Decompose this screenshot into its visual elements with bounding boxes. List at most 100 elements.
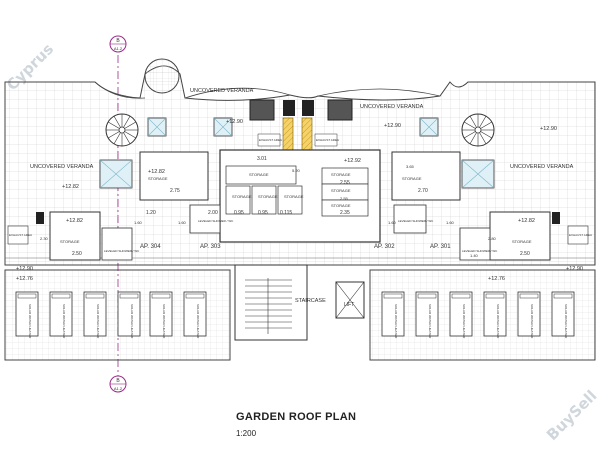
spiral-tread	[480, 131, 493, 139]
storage-cell	[225, 185, 251, 215]
chimney-block	[283, 100, 295, 116]
dimension: 2.50	[520, 251, 530, 257]
spiral-tread	[123, 132, 131, 145]
solar-heater-unit	[183, 291, 207, 337]
spiral-tread	[469, 132, 477, 145]
room-storage-right	[391, 151, 461, 201]
dimension: 0.95	[258, 210, 268, 216]
level-mark: +12.90	[540, 126, 557, 132]
dimension: 1.60	[134, 220, 143, 225]
level-mark: +12.90	[384, 123, 401, 129]
solar-heater-label: SOLAR WATER HEATER	[196, 304, 200, 339]
solar-heater-tank	[451, 293, 471, 299]
spiral-tread	[107, 121, 120, 129]
spiral-stair-right-treads	[462, 114, 494, 146]
exhaust-box-right	[567, 225, 589, 245]
spiral-tread	[479, 115, 487, 128]
solar-heater-tank	[417, 293, 437, 299]
dimension: 0.115	[280, 210, 292, 216]
drawing-title: GARDEN ROOF PLAN	[236, 411, 357, 423]
level-mark: +12.82	[66, 218, 83, 224]
dimension: 0.95	[234, 210, 244, 216]
skylight	[213, 117, 233, 137]
spiral-tread	[113, 132, 121, 145]
solar-heater-label: SOLAR WATER HEATER	[162, 304, 166, 339]
dimension: 1.60	[446, 220, 455, 225]
room-shower-right	[459, 227, 491, 261]
dimension: 2.80	[488, 236, 497, 241]
dimension: 2.30	[40, 236, 49, 241]
chimney-block	[249, 99, 275, 121]
solar-heater-unit	[483, 291, 507, 337]
skylight	[147, 117, 167, 137]
apartment-label: AP. 303	[200, 244, 221, 250]
room-label: STORAGE	[232, 194, 252, 199]
dimension: 2.55	[340, 180, 350, 186]
exhaust-label: EXHAUST AREA	[569, 233, 592, 237]
svg-text:B: B	[116, 38, 120, 44]
shower-label: LEVELED SHOWER / WC	[198, 219, 234, 223]
dimension: 3.01	[257, 156, 267, 162]
grid-marker-top: B A1.2	[109, 35, 127, 53]
dimension: 1.60	[388, 220, 397, 225]
solar-heater-unit	[517, 291, 541, 337]
dimension: 2.55	[340, 196, 349, 201]
column	[552, 212, 560, 224]
terrace-curve-top	[184, 87, 291, 99]
storage-cell	[277, 185, 303, 215]
room-label: STORAGE	[284, 194, 304, 199]
solar-heater-unit	[83, 291, 107, 337]
level-mark: +12.90	[16, 266, 33, 272]
room-storage-far-right	[489, 211, 551, 261]
terrace-curve-left	[94, 81, 146, 99]
dimension: 2.00	[208, 210, 218, 216]
solar-heater-tank	[17, 293, 37, 299]
room-label: STORAGE	[331, 203, 351, 208]
shower-label: LEVELED SHOWER / WC	[462, 249, 498, 253]
solar-heater-tank	[553, 293, 573, 299]
exhaust-label: EXHAUST AREA	[259, 138, 282, 142]
solar-heater-tank	[383, 293, 403, 299]
solar-heater-label: SOLAR WATER HEATER	[462, 304, 466, 339]
dimension: 1.60	[178, 220, 187, 225]
level-mark: +12.76	[16, 276, 33, 282]
level-mark: +12.90	[226, 119, 243, 125]
dimension: 1.20	[146, 210, 156, 216]
solar-heaters-left: SOLAR WATER HEATER SOLAR WATER HEATER SOLA…	[15, 291, 207, 339]
lift-label: LIFT	[344, 302, 354, 308]
spiral-tread	[123, 115, 131, 128]
staircase-label: STAIRCASE	[295, 298, 326, 304]
apartment-label: AP. 302	[374, 244, 395, 250]
solar-heater-label: SOLAR WATER HEATER	[394, 304, 398, 339]
solar-heater-tank	[519, 293, 539, 299]
solar-heater-unit	[49, 291, 73, 337]
room-storage-far-left	[49, 211, 101, 261]
solar-heater-tank	[85, 293, 105, 299]
apartment-label: AP. 301	[430, 244, 451, 250]
room-label: STORAGE	[249, 172, 269, 177]
solar-heater-unit	[149, 291, 173, 337]
room-label: STORAGE	[331, 188, 351, 193]
staircase	[234, 264, 308, 341]
level-mark: +12.82	[62, 184, 79, 190]
spiral-tread	[124, 131, 137, 139]
spiral-tread	[480, 121, 493, 129]
solar-heater-label: SOLAR WATER HEATER	[496, 304, 500, 339]
spiral-tread	[469, 115, 477, 128]
solar-heater-tank	[119, 293, 139, 299]
apartment-label: AP. 304	[140, 244, 161, 250]
level-mark: +12.76	[488, 276, 505, 282]
room-label: STORAGE	[402, 176, 422, 181]
spiral-tread	[479, 132, 487, 145]
storage-cell	[321, 199, 369, 217]
solar-heater-tank	[51, 293, 71, 299]
exhaust-box-left	[7, 225, 29, 245]
room-label: STORAGE	[331, 172, 351, 177]
room-label: STORAGE	[512, 239, 532, 244]
solar-heater-label: SOLAR WATER HEATER	[96, 304, 100, 339]
watermark-right: BuySell	[543, 387, 600, 444]
solar-heater-unit	[551, 291, 575, 337]
room-shower-center-left	[189, 204, 221, 234]
spiral-tread	[463, 131, 476, 139]
spiral-stair-left-treads	[106, 114, 138, 146]
